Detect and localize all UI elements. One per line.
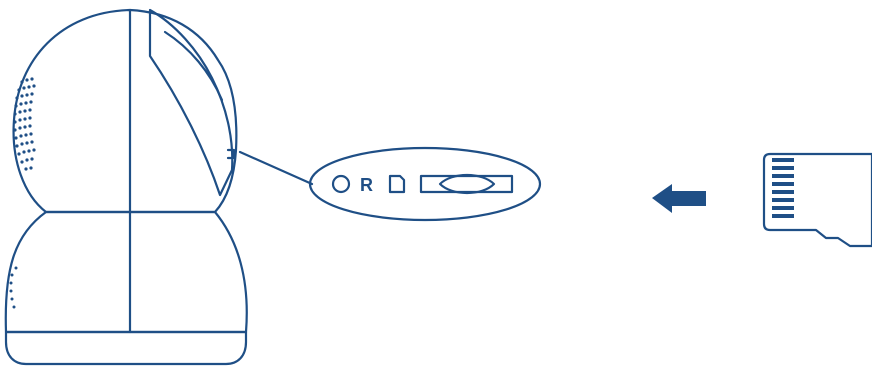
camera-port-notch [226, 148, 236, 160]
card-contact-5 [772, 190, 794, 194]
micro-sd-card-icon [762, 152, 872, 248]
speaker-grille [13, 77, 36, 171]
camera-head [12, 8, 238, 214]
port-callout: R [308, 146, 542, 222]
power-button-icon [331, 174, 351, 194]
card-contact-1 [772, 158, 794, 162]
card-contact-8 [772, 214, 794, 218]
card-contact-6 [772, 198, 794, 202]
sd-slot-keyhole [438, 173, 496, 195]
card-contact-4 [772, 182, 794, 186]
camera-lens-rim [163, 30, 224, 102]
callout-ellipse [308, 146, 542, 222]
base-vents [9, 266, 18, 309]
camera-visor [148, 8, 234, 197]
callout-leader-line [238, 150, 314, 186]
card-outline [762, 152, 872, 248]
card-contact-3 [772, 174, 794, 178]
camera-base-dome [4, 210, 248, 334]
camera-base-plate [4, 330, 248, 366]
card-contact-7 [772, 206, 794, 210]
reset-label: R [360, 175, 373, 195]
arrow-left-icon [652, 184, 706, 213]
sd-slot-icon [419, 174, 514, 194]
camera-icon [4, 8, 248, 366]
card-contact-2 [772, 166, 794, 170]
card-slot-mini-icon [388, 174, 406, 194]
